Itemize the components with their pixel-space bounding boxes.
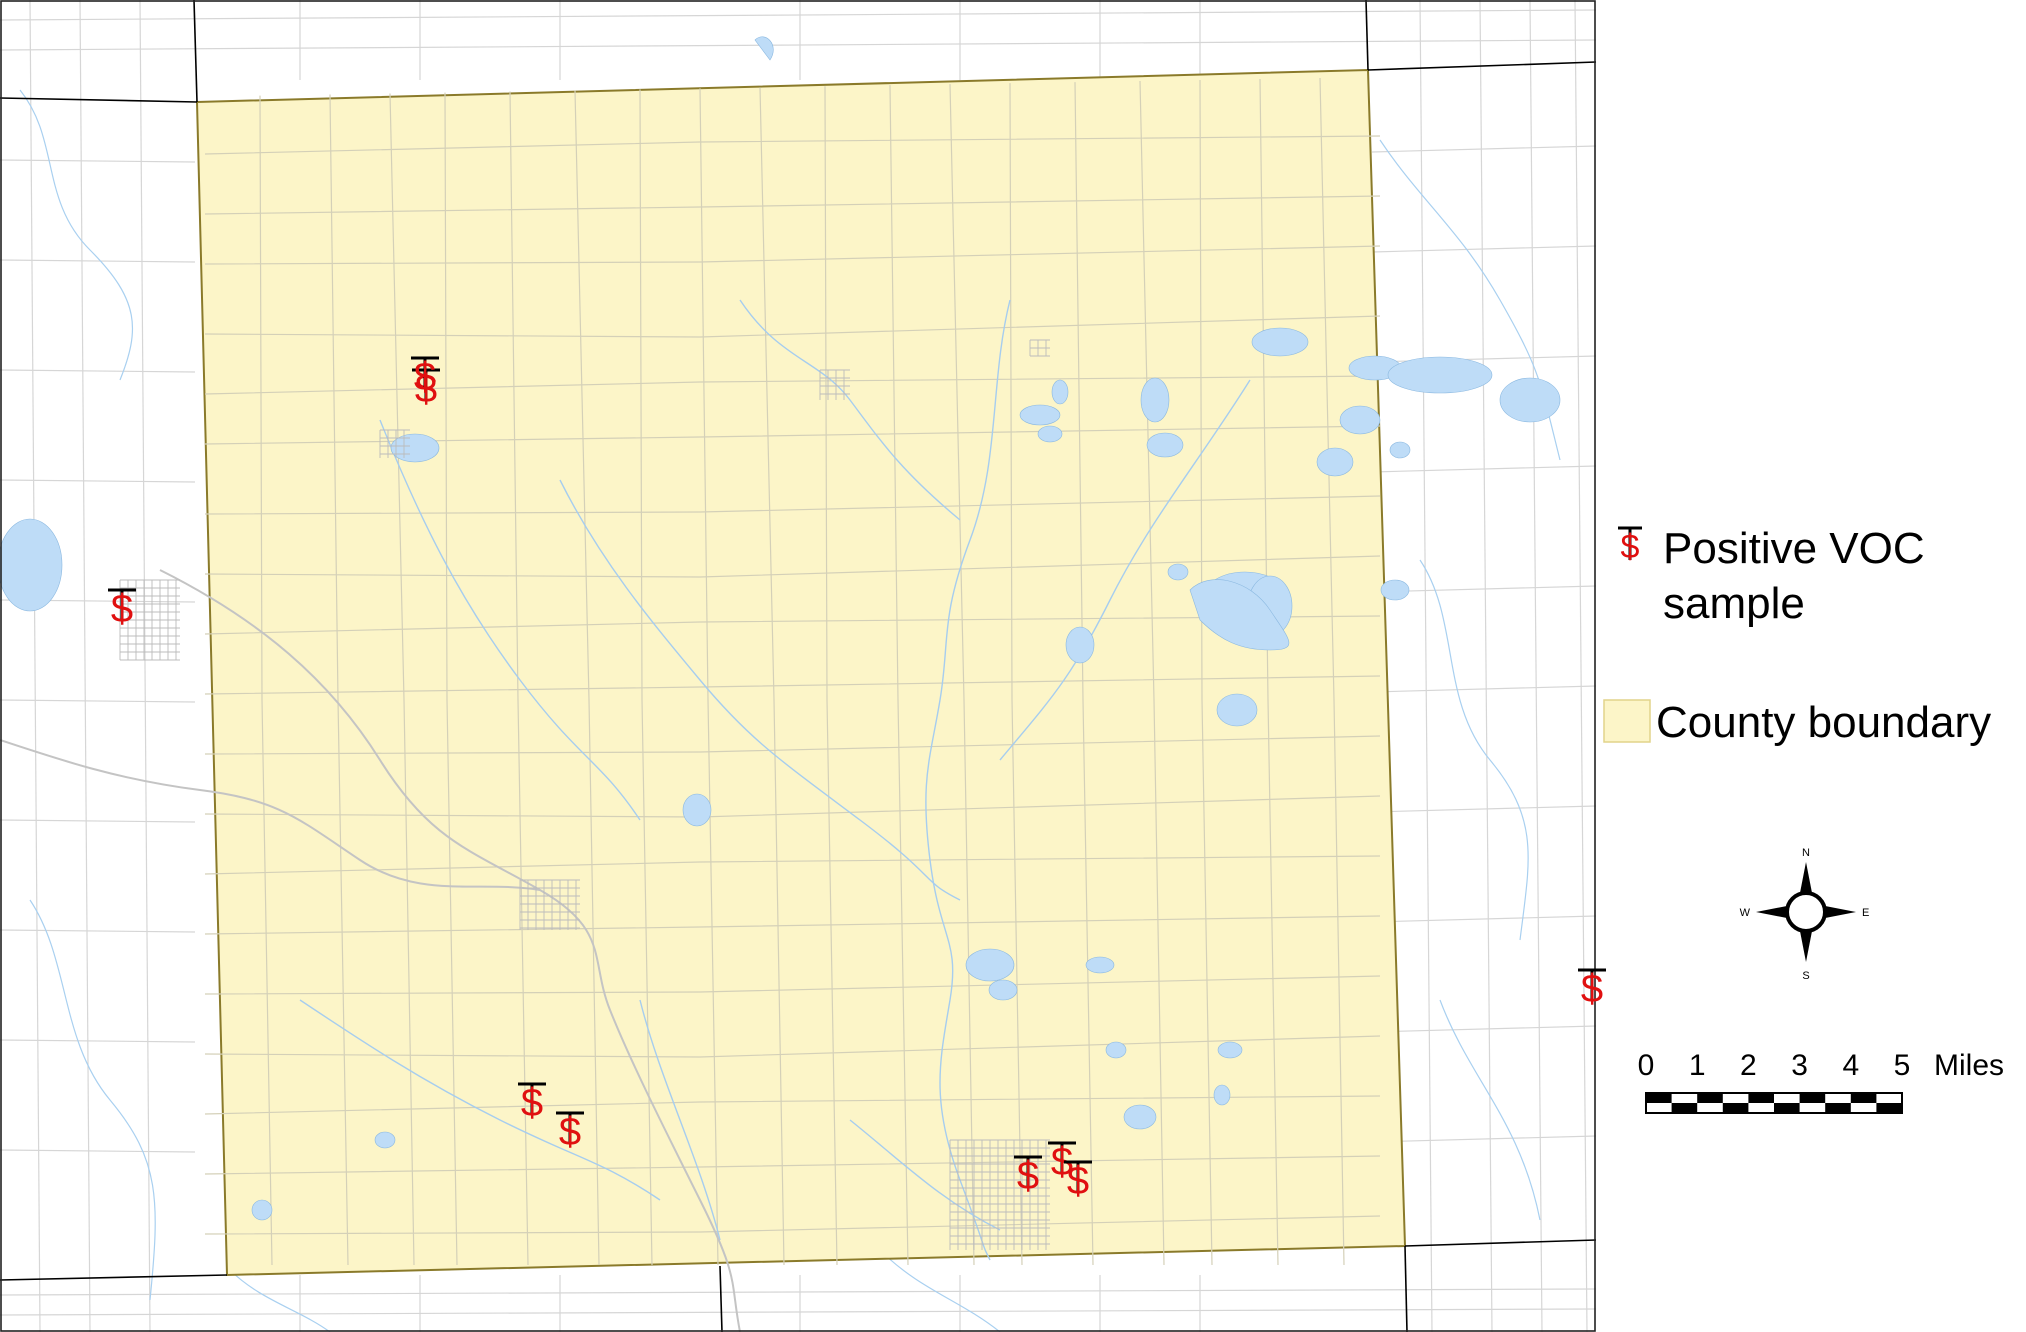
scale-tick-label: 4 xyxy=(1842,1049,1859,1082)
county-boundary-lines xyxy=(0,0,1597,1332)
sample-marker-glyph: $ xyxy=(521,1081,543,1125)
sample-marker-glyph: $ xyxy=(414,355,436,399)
sample-marker-glyph: $ xyxy=(1581,967,1603,1011)
county-roads xyxy=(204,77,1381,1266)
map-frame-border xyxy=(0,0,1596,1332)
scale-tick-label: 1 xyxy=(1689,1049,1706,1082)
scale-bar: 0 1 2 3 4 5 Miles xyxy=(1638,1049,2004,1114)
compass-south-label: S xyxy=(1802,970,1809,982)
scale-segment xyxy=(1748,1093,1774,1103)
scale-tick-label: 5 xyxy=(1894,1049,1911,1082)
compass-south-point xyxy=(1799,926,1813,962)
sample-marker[interactable]: $ xyxy=(1064,1159,1092,1203)
sample-marker[interactable]: $ xyxy=(1578,967,1606,1011)
compass-west-label: W xyxy=(1740,907,1751,919)
compass-north-point xyxy=(1799,862,1813,898)
scale-segment xyxy=(1671,1103,1698,1113)
compass-north-label: N xyxy=(1802,847,1810,859)
sample-markers[interactable]: $$$$$$$$$ xyxy=(108,355,1606,1203)
water-bodies xyxy=(0,36,1561,1221)
compass-rose: N S E W xyxy=(1740,847,1870,982)
scale-unit-label: Miles xyxy=(1934,1049,2004,1082)
legend: $ Positive VOC sample County boundary xyxy=(1603,524,1991,747)
sample-marker-glyph: $ xyxy=(1017,1154,1039,1198)
sample-marker-glyph: $ xyxy=(415,367,437,411)
legend-county-swatch xyxy=(1603,699,1651,743)
scale-segment xyxy=(1799,1093,1826,1103)
legend-voc-marker: $ xyxy=(1618,526,1642,566)
legend-county-label: County boundary xyxy=(1656,698,1991,747)
scale-segment xyxy=(1825,1103,1851,1113)
outside-streams xyxy=(19,89,1561,1332)
scale-segment xyxy=(1697,1093,1723,1103)
sample-marker-glyph: $ xyxy=(1067,1159,1089,1203)
sample-marker[interactable]: $ xyxy=(518,1081,546,1125)
scale-tick-label: 3 xyxy=(1791,1049,1808,1082)
scale-tick-label: 0 xyxy=(1638,1049,1655,1082)
scale-segment xyxy=(1646,1093,1672,1103)
outside-roads xyxy=(0,0,1597,1332)
sample-marker[interactable]: $ xyxy=(108,587,136,631)
legend-voc-label-line1: Positive VOC xyxy=(1663,524,1925,573)
sample-marker-glyph: $ xyxy=(559,1110,581,1154)
compass-east-point xyxy=(1820,905,1856,919)
legend-voc-label-line2: sample xyxy=(1663,579,1805,628)
scale-tick-label: 2 xyxy=(1740,1049,1757,1082)
legend-voc-glyph: $ xyxy=(1621,528,1640,566)
scale-segment xyxy=(1722,1103,1749,1113)
scale-segment xyxy=(1850,1093,1877,1103)
scale-segment xyxy=(1774,1103,1800,1113)
scale-segment xyxy=(1876,1103,1902,1113)
compass-west-point xyxy=(1756,905,1792,919)
sample-marker-glyph: $ xyxy=(111,587,133,631)
sample-marker[interactable]: $ xyxy=(1014,1154,1042,1198)
town-grids xyxy=(119,339,1050,1250)
compass-east-label: E xyxy=(1862,907,1869,919)
sample-marker[interactable]: $ xyxy=(1048,1140,1076,1184)
sample-marker-glyph: $ xyxy=(1051,1140,1073,1184)
compass-center xyxy=(1785,891,1827,933)
highway xyxy=(0,569,741,1332)
sample-marker[interactable]: $ xyxy=(556,1110,584,1154)
sample-marker[interactable]: $ xyxy=(411,355,439,399)
